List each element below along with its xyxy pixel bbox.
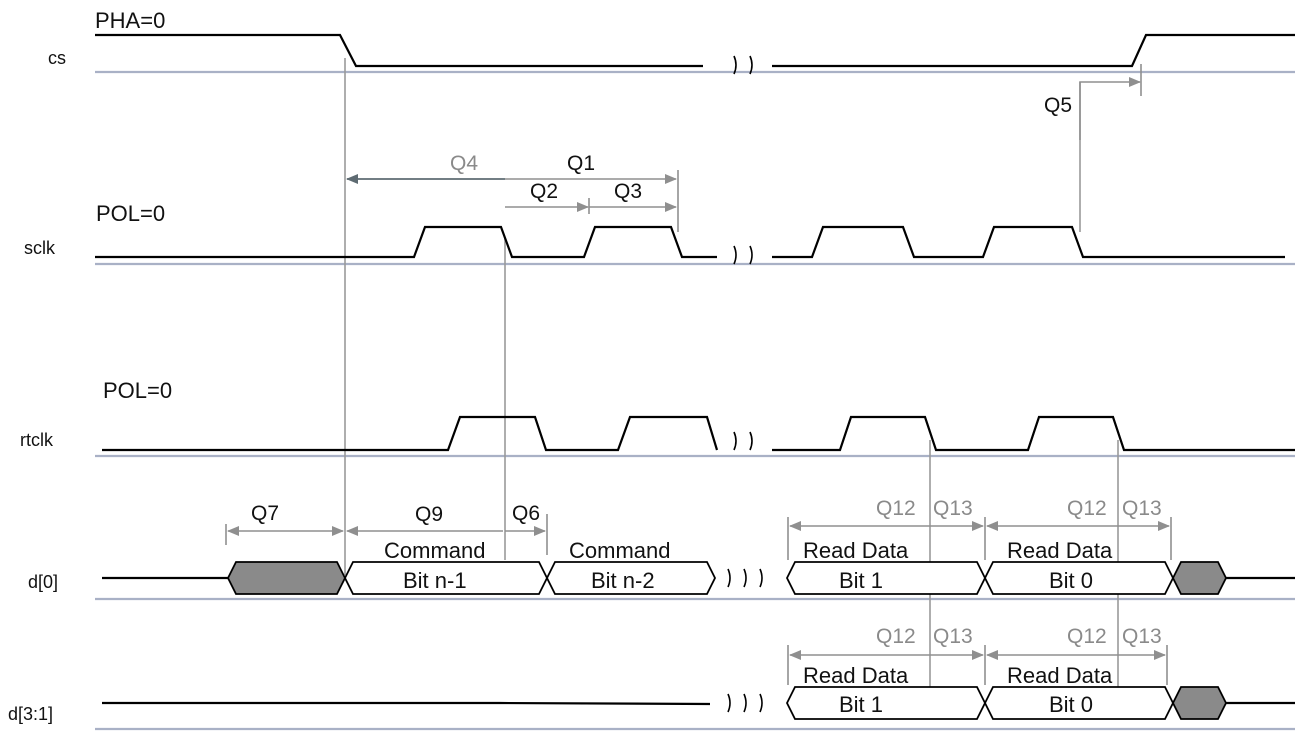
timing-label-q2: Q2 [530,180,558,203]
rtclk-waveform [102,415,1295,452]
d31-waveform [102,686,1295,720]
field-d0-read-data-bit1-bottom: Bit 1 [839,568,883,593]
timing-arrows [225,64,1172,685]
field-cmd1-bottom: Bit n-1 [403,568,467,593]
timing-label-q6: Q6 [512,502,540,525]
signal-label-d0: d[0] [28,572,58,592]
d0-waveform [102,561,1295,595]
field-cmd2-top: Command [569,538,670,563]
timing-label-q7: Q7 [251,502,279,525]
field-d0-read-data-bit0-bottom: Bit 0 [1049,568,1093,593]
signal-label-d31: d[3:1] [8,704,53,724]
signal-label-sclk: sclk [24,238,56,258]
field-cmd1-top: Command [384,538,485,563]
field-d31-read-data-bit0-top: Read Data [1007,663,1113,688]
sclk-waveform [95,225,1285,265]
timing-label-q13-d0-bit0: Q13 [1122,497,1162,520]
timing-label-q9: Q9 [415,503,443,526]
signal-label-rtclk: rtclk [20,430,54,450]
timing-label-q12-d31-bit0: Q12 [1067,625,1107,648]
field-d31-read-data-bit0-bottom: Bit 0 [1049,692,1093,717]
timing-label-q3: Q3 [614,180,642,203]
mode-label-pol-sclk: POL=0 [96,201,165,226]
mode-label-pol-rtclk: POL=0 [103,378,172,403]
timing-label-q13-d0-bit1: Q13 [933,497,973,520]
field-cmd2-bottom: Bit n-2 [591,568,655,593]
signal-label-cs: cs [48,48,66,68]
field-d0-read-data-bit1-top: Read Data [803,538,909,563]
cs-waveform [95,33,1295,75]
timing-label-q13-d31-bit1: Q13 [933,625,973,648]
timing-label-q12-d0-bit1: Q12 [876,497,916,520]
timing-label-q13-d31-bit0: Q13 [1122,625,1162,648]
timing-label-q12-d31-bit1: Q12 [876,625,916,648]
field-d0-read-data-bit0-top: Read Data [1007,538,1113,563]
field-d31-read-data-bit1-top: Read Data [803,663,909,688]
timing-label-q5: Q5 [1044,94,1072,117]
timing-label-q4: Q4 [450,152,478,175]
timing-label-q12-d0-bit0: Q12 [1067,497,1107,520]
timing-label-q1: Q1 [567,152,595,175]
field-d31-read-data-bit1-bottom: Bit 1 [839,692,883,717]
mode-label-pha: PHA=0 [95,8,165,33]
baselines [95,70,1295,731]
